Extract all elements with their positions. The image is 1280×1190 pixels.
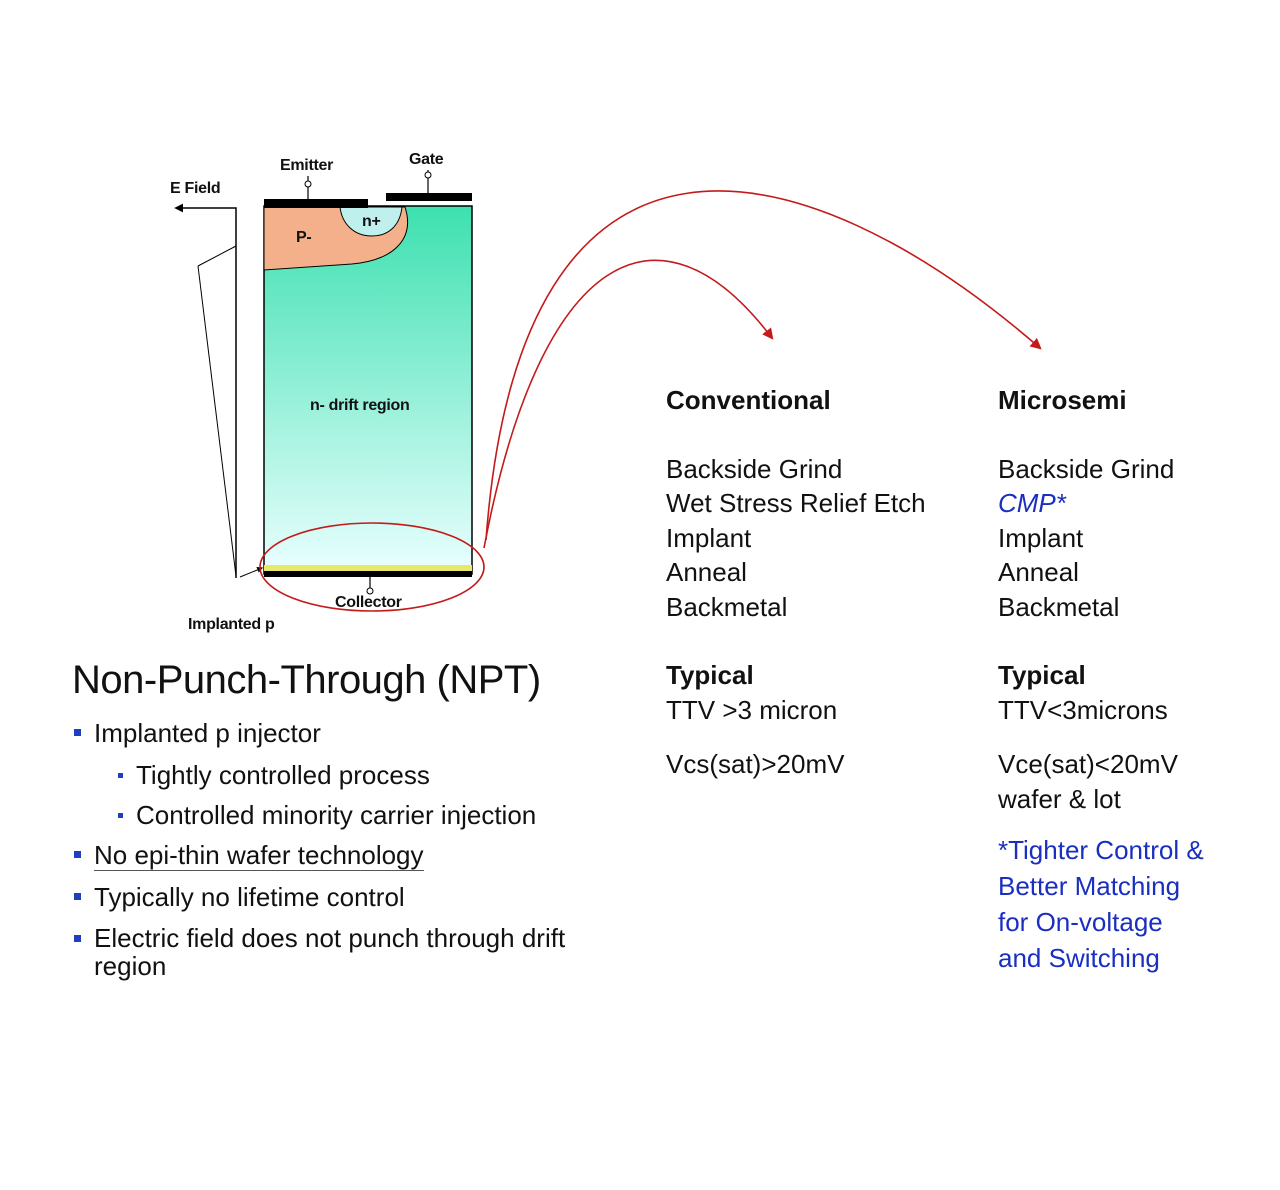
microsemi-wafer: wafer & lot xyxy=(998,783,1121,814)
gate-label: Gate xyxy=(409,151,444,168)
conventional-step: Backside Grind xyxy=(666,453,843,484)
slide-title: Non-Punch-Through (NPT) xyxy=(72,658,541,702)
collector-terminal xyxy=(366,587,374,595)
microsemi-ttv: TTV<3microns xyxy=(998,694,1168,725)
conventional-header: Conventional xyxy=(666,385,831,415)
gate-terminal xyxy=(424,171,432,179)
note-line: for On-voltage xyxy=(998,907,1163,937)
implanted-p-label: Implanted p xyxy=(188,616,275,633)
collector-label: Collector xyxy=(335,594,402,611)
bullet-item: No epi-thin wafer technology xyxy=(72,840,614,871)
drift-region-label: n- drift region xyxy=(310,397,410,414)
note-line: Better Matching xyxy=(998,871,1181,901)
microsemi-step: Anneal xyxy=(998,557,1079,587)
microsemi-vce: Vce(sat)<20mV xyxy=(998,749,1178,779)
emitter-metal xyxy=(264,199,368,208)
microsemi-note: *Tighter Control & Better Matching for O… xyxy=(998,832,1204,976)
efield-label: E Field xyxy=(170,180,221,197)
microsemi-step: Implant xyxy=(998,522,1084,553)
microsemi-step: Backmetal xyxy=(998,591,1120,622)
nplus-region xyxy=(339,206,403,237)
gate-metal xyxy=(386,193,472,201)
microsemi-step-cmp: CMP* xyxy=(998,488,1066,518)
note-line: *Tighter Control & xyxy=(998,835,1204,865)
bullet-item: Electric field does not punch through dr… xyxy=(72,924,614,980)
bullet-item: Typically no lifetime control xyxy=(72,882,614,912)
microsemi-header: Microsemi xyxy=(998,385,1127,415)
conventional-typical-header: Typical xyxy=(666,660,754,690)
implanted-p-layer xyxy=(264,565,472,571)
conventional-ttv: TTV >3 micron xyxy=(666,694,838,725)
note-line: and Switching xyxy=(998,943,1160,973)
conventional-step: Wet Stress Relief Etch xyxy=(666,488,926,518)
arrow-to-microsemi xyxy=(485,190,1042,541)
efield-profile-line xyxy=(174,203,237,578)
conventional-vce: Vcs(sat)>20mV xyxy=(666,749,845,779)
p-region-label: P- xyxy=(296,229,312,246)
efield-slope-line xyxy=(197,245,237,267)
microsemi-column: Microsemi Backside Grind CMP* Implant An… xyxy=(998,383,1178,816)
highlight-ellipse xyxy=(259,522,485,612)
sub-bullet-item: Tightly controlled process xyxy=(72,760,656,790)
microsemi-typical-header: Typical xyxy=(998,660,1086,690)
bullet-item: Implanted p injector xyxy=(72,718,614,748)
conventional-step: Backmetal xyxy=(666,591,788,622)
sub-bullet-item: Controlled minority carrier injection xyxy=(72,800,656,830)
arrow-to-conventional xyxy=(483,259,774,549)
conventional-step: Anneal xyxy=(666,557,747,587)
collector-metal xyxy=(264,571,472,577)
conventional-step: Implant xyxy=(666,522,752,553)
implanted-p-pointer xyxy=(239,567,264,578)
emitter-label: Emitter xyxy=(280,157,334,174)
microsemi-step: Backside Grind xyxy=(998,453,1175,484)
feature-list: Implanted p injector Tightly controlled … xyxy=(72,718,656,992)
nplus-label: n+ xyxy=(362,213,381,230)
emitter-terminal xyxy=(304,180,312,188)
conventional-column: Conventional Backside Grind Wet Stress R… xyxy=(666,383,926,782)
